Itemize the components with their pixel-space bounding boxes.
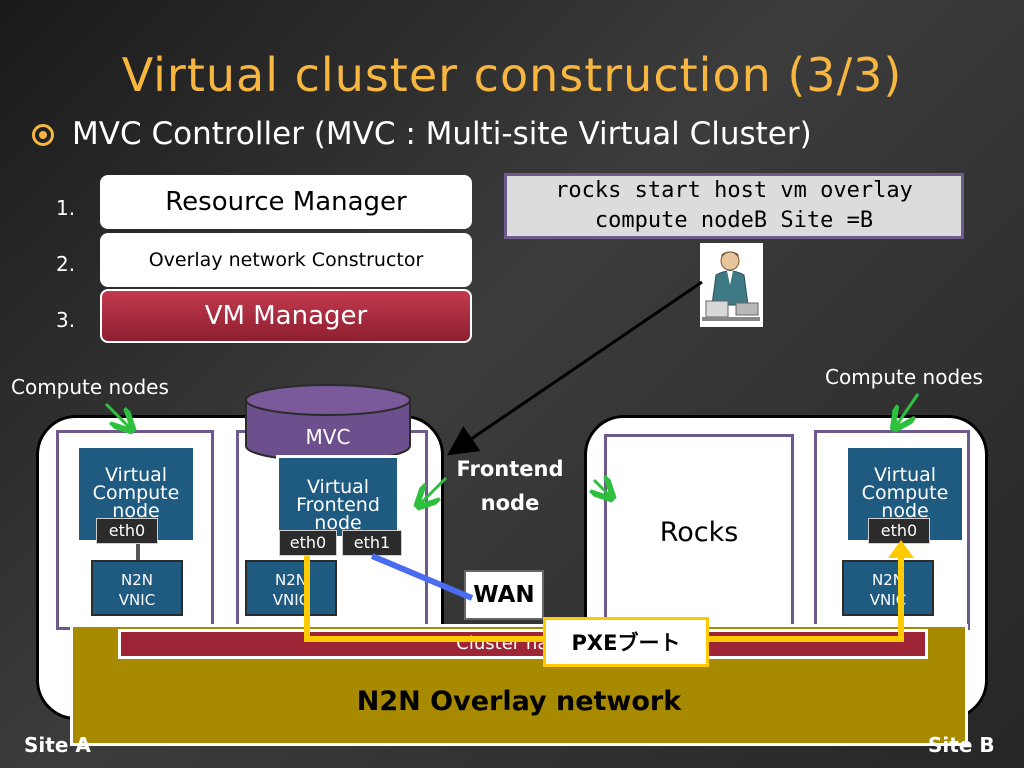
vm-manager-label: VM Manager [204,301,368,331]
wan-box: WAN [464,570,544,620]
n2n-vnic-a-frontend: N2N VNIC [245,560,337,616]
overlay-constructor-label: Overlay network Constructor [148,249,424,271]
compute-nodes-label-b: Compute nodes [825,365,983,389]
pxe-boot-label: PXEブート [571,631,681,655]
slide-title: Virtual cluster construction (3/3) [121,48,903,102]
operator-person-icon [700,243,763,327]
eth0-a-compute: eth0 [96,518,158,544]
green-arrow-compute-b [896,393,920,426]
command-line-1: rocks start host vm overlay [555,178,913,203]
n2n-vnic-b-compute: N2N VNIC [842,560,934,616]
bullet-circle-icon [32,124,54,146]
overlay-network-label: N2N Overlay network [356,686,682,717]
compute-nodes-label-a: Compute nodes [11,375,169,399]
green-arrow-rocks [594,480,610,496]
command-box: rocks start host vm overlay compute node… [504,173,964,239]
frontend-node-label: Frontend node [456,457,564,515]
command-line-2: compute nodeB Site =B [594,208,874,233]
pxe-boot-box: PXEブート [543,617,709,667]
eth0-a-frontend: eth0 [279,530,337,556]
cluster-name-bar: Cluster name ( [118,629,928,659]
pxe-arrowhead-icon [888,540,914,558]
virtual-frontend-node: Virtual Frontend node [276,455,400,539]
eth1-a-frontend: eth1 [342,530,402,556]
wan-label: WAN [473,582,535,608]
n2n-vnic-a-compute: N2N VNIC [91,560,183,616]
overlay-constructor-box: Overlay network Constructor [100,233,472,287]
wan-link [370,553,474,601]
operator-arrow [447,280,703,456]
bullet-text: MVC Controller (MVC : Multi-site Virtual… [72,116,812,152]
module-number-2: 2. [56,252,76,276]
module-number-3: 3. [56,308,76,332]
module-number-1: 1. [56,196,76,220]
site-a-label: Site A [24,733,91,757]
green-arrow-compute-a [104,402,130,428]
mvc-label: MVC [305,425,351,449]
rocks-label: Rocks [659,516,739,548]
green-arrow-frontend [420,476,448,504]
resource-manager-box: Resource Manager [100,175,472,229]
vm-manager-box: VM Manager [100,289,472,343]
eth0-b-compute: eth0 [868,518,930,544]
link-a-compute [136,544,140,562]
site-b-label: Site B [928,733,995,757]
resource-manager-label: Resource Manager [165,187,407,217]
pxe-path-segment-1 [304,556,310,640]
pxe-path-segment-3 [898,550,904,642]
